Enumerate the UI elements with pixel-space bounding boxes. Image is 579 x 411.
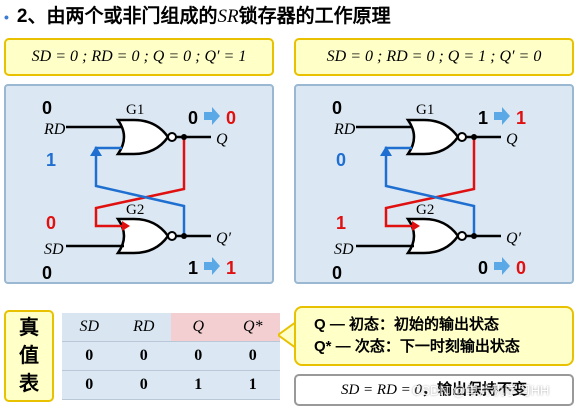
nor-gate-g1 [115, 118, 170, 156]
g2-feedback-value: 1 [336, 213, 346, 233]
g1-feedback-value: 1 [46, 150, 56, 170]
q-next-value: 1 [516, 108, 526, 128]
qn-next-value: 0 [516, 258, 526, 278]
page-title: •2、由两个或非门组成的SR锁存器的工作原理 [4, 6, 391, 27]
condition-text: SD = 0 ; RD = 0 ; Q = 1 ; Q′ = 0 [326, 48, 542, 65]
qn-initial-value: 0 [478, 258, 488, 278]
q-initial-value: 1 [478, 108, 488, 128]
sd-label: SD [334, 241, 354, 258]
arrow-right-icon [204, 107, 220, 125]
g1-feedback-value: 0 [336, 150, 346, 170]
latch-circuit-diagram: 0 RD 1 G1 G2 0 SD 0 Q Q′ 0 0 1 1 [42, 98, 236, 283]
watermark: CSDN @单片机学习HH [412, 383, 550, 398]
circuit-panel-left: 0 RD 1 G1 G2 0 SD 0 Q Q′ 0 0 1 1 [4, 84, 274, 284]
gate-g2-label: G2 [416, 202, 434, 218]
rd-label: RD [43, 121, 66, 138]
table-header-row: SD RD Q Q* [62, 313, 280, 342]
truth-table-label: 真 值 表 [4, 310, 54, 402]
q-label: Q [216, 131, 228, 148]
sd-value: 0 [42, 263, 52, 283]
sd-label: SD [44, 241, 64, 258]
arrow-right-icon [494, 257, 510, 275]
callout-line-next: Q* — 次态：下一时刻输出状态 [314, 338, 520, 355]
qn-initial-value: 1 [188, 258, 198, 278]
arrow-right-icon [494, 107, 510, 125]
truth-table: SD RD Q Q* 0 0 0 0 0 0 1 1 [62, 313, 280, 400]
q-next-value: 0 [226, 108, 236, 128]
nor-gate-g2 [115, 217, 170, 255]
g2-feedback-value: 0 [46, 213, 56, 233]
summary-box: SD = RD = 0，输出保持不变 [294, 374, 574, 406]
gate-g2-label: G2 [126, 202, 144, 218]
latch-circuit-diagram: 0 RD 0 G1 G2 1 SD 0 Q Q′ 1 1 0 0 [332, 98, 526, 283]
state-definition-callout: Q — 初态：初始的输出状态 Q* — 次态：下一时刻输出状态 [294, 306, 574, 366]
table-row: 0 0 0 0 [62, 341, 280, 371]
table-header-rd: RD [116, 313, 171, 342]
rd-label: RD [333, 121, 356, 138]
circuit-panel-right: 0 RD 0 G1 G2 1 SD 0 Q Q′ 1 1 0 0 [294, 84, 574, 284]
condition-box-left: SD = 0 ; RD = 0 ; Q = 0 ; Q′ = 1 [4, 38, 274, 76]
rd-value: 0 [332, 98, 342, 118]
q-initial-value: 0 [188, 108, 198, 128]
condition-text: SD = 0 ; RD = 0 ; Q = 0 ; Q′ = 1 [31, 48, 247, 65]
arrow-right-icon [204, 257, 220, 275]
table-header-qstar: Q* [225, 313, 280, 342]
qn-label: Q′ [506, 230, 522, 247]
q-label: Q [506, 131, 518, 148]
bullet-icon: • [4, 9, 9, 25]
sd-value: 0 [332, 263, 342, 283]
table-header-q: Q [171, 313, 226, 342]
gate-g1-label: G1 [416, 102, 434, 118]
table-header-sd: SD [62, 313, 117, 342]
nor-gate-g2 [405, 217, 460, 255]
condition-box-right: SD = 0 ; RD = 0 ; Q = 1 ; Q′ = 0 [294, 38, 574, 76]
gate-g1-label: G1 [126, 102, 144, 118]
table-row: 0 0 1 1 [62, 370, 280, 400]
nor-gate-g1 [405, 118, 460, 156]
rd-value: 0 [42, 98, 52, 118]
qn-label: Q′ [216, 230, 232, 247]
qn-next-value: 1 [226, 258, 236, 278]
callout-line-initial: Q — 初态：初始的输出状态 [314, 316, 500, 333]
